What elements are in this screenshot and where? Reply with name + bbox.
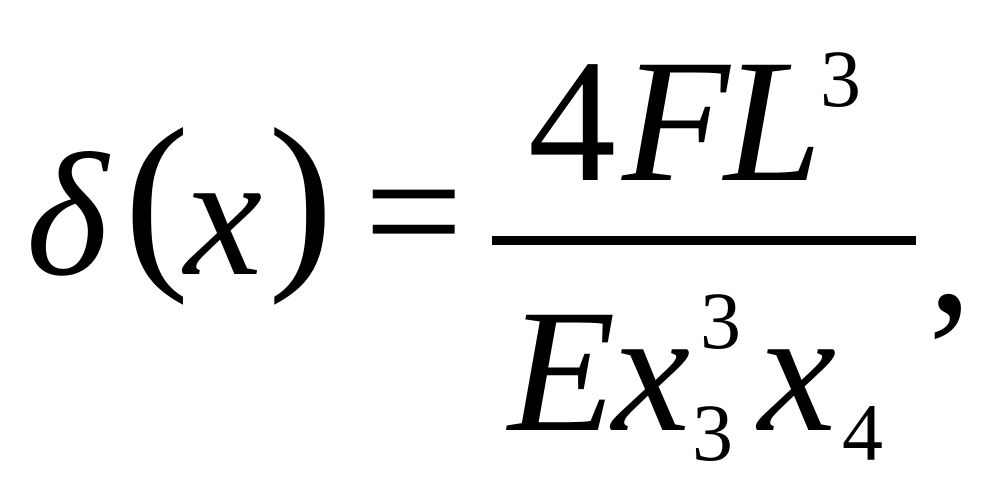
trailing-comma: , xyxy=(928,156,972,351)
denominator-modulus: E xyxy=(508,274,616,469)
delta-symbol: δ xyxy=(26,118,108,313)
denominator-var-a-exponent: 3 xyxy=(700,275,741,366)
denominator-var-b: x xyxy=(758,274,837,469)
lhs-variable-x: x xyxy=(184,118,263,313)
open-paren: ( xyxy=(124,89,190,306)
denominator-var-a: x xyxy=(612,274,691,469)
numerator-length: L xyxy=(724,24,822,219)
denominator-var-b-subscript: 4 xyxy=(842,387,883,478)
equals-sign: = xyxy=(364,114,464,309)
denominator-var-a-subscript: 3 xyxy=(692,387,733,478)
numerator-length-exponent: 3 xyxy=(820,33,861,124)
close-paren: ) xyxy=(268,89,334,306)
numerator-coefficient: 4 xyxy=(528,24,616,219)
fraction-bar xyxy=(492,236,916,245)
numerator-force: F xyxy=(622,24,730,219)
